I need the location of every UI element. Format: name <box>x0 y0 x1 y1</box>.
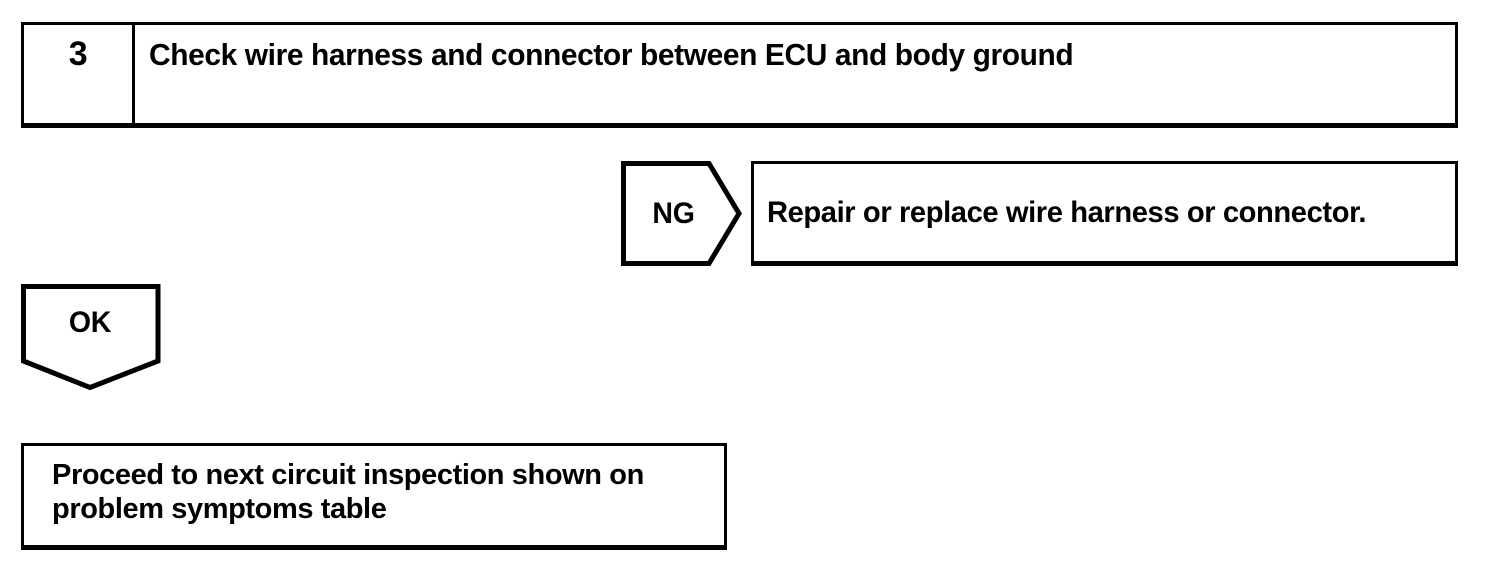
step-title: Check wire harness and connector between… <box>149 37 1074 72</box>
step-row: 3 Check wire harness and connector betwe… <box>21 22 1458 128</box>
ok-arrow-shape <box>21 284 161 390</box>
step-title-cell: Check wire harness and connector between… <box>135 25 1455 123</box>
ng-action-box: Repair or replace wire harness or connec… <box>751 161 1458 266</box>
ng-action-text: Repair or replace wire harness or connec… <box>767 195 1367 229</box>
ok-action-box: Proceed to next circuit inspection shown… <box>21 443 727 550</box>
step-number-cell: 3 <box>24 25 135 123</box>
ok-action-text: Proceed to next circuit inspection shown… <box>52 459 644 526</box>
step-number: 3 <box>68 35 88 73</box>
ng-arrow-shape <box>621 161 742 266</box>
